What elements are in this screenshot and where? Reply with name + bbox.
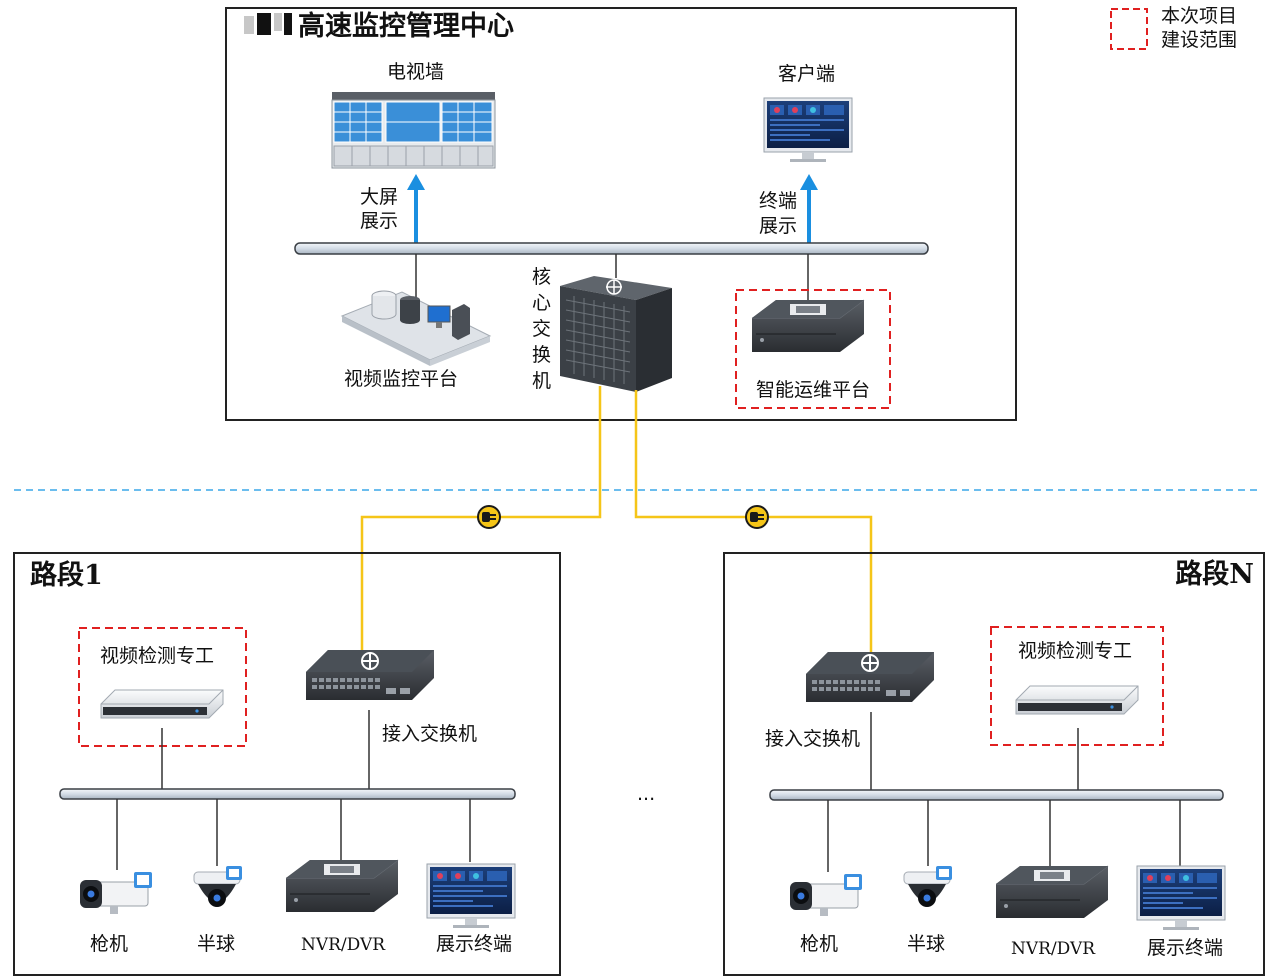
- segment-n-bus: [769, 789, 1224, 801]
- client-label: 客户端: [778, 63, 835, 85]
- video-platform-icon: [340, 290, 492, 366]
- video-platform-label: 视频监控平台: [344, 368, 458, 390]
- video-wall: 电视墙: [331, 61, 496, 169]
- segment-1-display-terminal-icon: [426, 863, 516, 929]
- segment-1-device-dome-label: 半球: [197, 933, 235, 955]
- terminal-line2: 展示: [759, 215, 797, 237]
- core-switch-char-4: 换: [532, 344, 551, 366]
- fiber-link-n: [634, 390, 873, 652]
- plug-icon: [477, 505, 501, 529]
- monitoring-center: 高速监控管理中心 电视墙: [225, 7, 1017, 421]
- video-platform: 视频监控平台: [340, 290, 492, 390]
- segment-1-device-nvr-label: NVR/DVR: [301, 935, 386, 955]
- video-wall-label: 电视墙: [387, 61, 444, 83]
- segment-n-detection-label: 视频检测专工: [1018, 640, 1132, 662]
- segment-n-device-dome-label: 半球: [907, 933, 945, 955]
- segment-1-nvr-icon: [285, 859, 399, 913]
- segment-n-bullet-camera-icon: [789, 873, 863, 917]
- arrow-big-screen: [407, 174, 425, 243]
- big-screen-line2: 展示: [360, 210, 398, 232]
- center-frame: [225, 7, 1017, 421]
- ops-platform-scope: [735, 289, 891, 409]
- client: 客户端: [763, 63, 853, 163]
- core-switch-char-5: 机: [532, 370, 551, 392]
- legend: 本次项目 建设范围: [1110, 5, 1237, 51]
- segment-1: 路段1 视频检测专工 接入交换机 枪机 半球 NVR/DVR 展示终端: [13, 552, 561, 976]
- segment-n-detection-server-icon: [1015, 685, 1139, 715]
- segment-n-nvr-icon: [995, 865, 1109, 919]
- segment-1-bus: [59, 788, 516, 800]
- segment-1-device-terminal-label: 展示终端: [436, 933, 512, 955]
- ops-platform-label: 智能运维平台: [756, 379, 870, 401]
- segment-1-access-switch-icon: [305, 649, 435, 701]
- segment-n-dome-camera-icon: [903, 865, 953, 908]
- segment-n-device-bullet-label: 枪机: [800, 933, 838, 955]
- segment-1-bullet-camera-icon: [79, 871, 153, 915]
- segment-n-title: 路段N: [1175, 558, 1254, 590]
- terminal-line1: 终端: [759, 190, 797, 212]
- core-switch: 核 心 交 换 机: [532, 266, 672, 392]
- big-screen-line1: 大屏: [360, 186, 398, 208]
- core-switch-char-1: 核: [532, 266, 551, 288]
- segment-n-device-nvr-label: NVR/DVR: [1011, 939, 1096, 959]
- segment-ellipsis: ...: [637, 783, 655, 805]
- plug-icon: [745, 505, 769, 529]
- segment-1-frame: [13, 552, 561, 976]
- legend-text-line2: 建设范围: [1161, 29, 1237, 51]
- segment-n-frame: [723, 552, 1265, 976]
- segment-n-access-switch-icon: [805, 651, 935, 703]
- core-switch-icon: [560, 276, 672, 392]
- segment-1-title: 路段1: [30, 559, 103, 591]
- segment-n-display-terminal-icon: [1136, 865, 1226, 931]
- segment-n: 路段N 接入交换机 视频检测专工 枪机 半球 NVR/DVR 展示终端: [723, 552, 1265, 976]
- segment-n-access-switch-label: 接入交换机: [765, 728, 860, 750]
- redacted-mark: [244, 13, 292, 35]
- video-wall-icon: [331, 92, 496, 169]
- segment-n-detection-scope: [990, 626, 1164, 746]
- client-monitor-icon: [763, 97, 853, 163]
- fiber-link-1: [360, 386, 602, 652]
- center-title: 高速监控管理中心: [298, 10, 514, 42]
- core-switch-char-3: 交: [532, 318, 551, 340]
- segment-1-detection-server-icon: [100, 689, 224, 719]
- ops-platform-icon: [751, 299, 865, 353]
- segment-1-detection-label: 视频检测专工: [100, 645, 214, 667]
- segment-n-device-terminal-label: 展示终端: [1147, 937, 1223, 959]
- segment-1-device-bullet-label: 枪机: [90, 933, 128, 955]
- center-bus: [294, 242, 929, 255]
- core-switch-char-2: 心: [532, 292, 551, 314]
- segment-1-access-switch-label: 接入交换机: [382, 723, 477, 745]
- arrow-terminal: [800, 174, 818, 243]
- ops-platform: 智能运维平台: [735, 289, 891, 409]
- legend-swatch: [1110, 8, 1148, 50]
- segment-1-dome-camera-icon: [193, 865, 243, 908]
- legend-text-line1: 本次项目: [1161, 5, 1237, 27]
